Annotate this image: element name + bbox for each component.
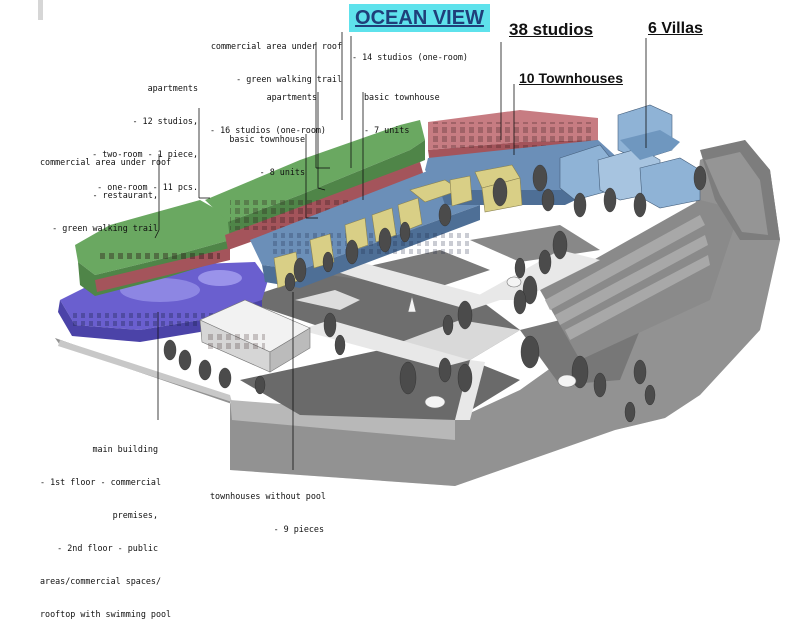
label-line: basic townhouse [229,134,305,144]
label-line: - 7 units [364,125,410,135]
label-line: - 1st floor - commercial [40,477,162,487]
terraced-ramp [540,140,780,360]
label-line: - 8 units [259,167,305,177]
label-line: - green walking trail [236,74,342,84]
label-line: areas/commercial spaces/ [40,576,162,586]
page-title: OCEAN VIEW [355,6,484,29]
label-line: townhouses without pool [210,491,326,501]
label-line: rooftop with swimming pool [40,609,172,619]
label-line: - 2nd floor - public [57,543,158,553]
label-main-building: main building - 1st floor - commercial p… [40,422,172,631]
label-line: - 9 pieces [273,524,324,534]
leader-lines [154,32,647,470]
edge-bar [38,0,43,20]
label-line: - 14 studios (one-room) [352,52,468,62]
label-basic-townhouse-right: basic townhouse - 7 units [364,70,440,147]
site-plan-illustration [55,32,780,486]
label-line: - restaurant, [92,190,158,200]
label-commercial-top: commercial area under roof - green walki… [210,19,342,96]
label-line: main building [92,444,158,454]
villas-count: 6 Villas [648,20,703,37]
label-line: - 12 studios, [132,116,198,126]
label-apartments-mid: apartments - 16 studios (one-room) [210,70,326,147]
label-line: apartments [266,92,317,102]
label-line: - two-room - 1 piece, [92,149,198,159]
villas [559,104,701,209]
label-line: - one-room - 11 pcs. [97,182,198,192]
studios-count: 38 studios [509,20,594,39]
label-apartments-left: apartments - 12 studios, - two-room - 1 … [80,61,198,204]
label-line: basic townhouse [364,92,440,102]
label-line: - 16 studios (one-room) [210,125,326,135]
townhouses-without-pool [199,299,311,373]
sculptures [407,276,577,409]
townhouses-count: 10 Townhouses [519,70,623,86]
label-studios-top: - 14 studios (one-room) [352,30,468,74]
label-line: premises, [112,510,158,520]
ground-platform [55,140,780,486]
title-banner: OCEAN VIEW [349,4,490,32]
label-commercial-left: commercial area under roof - restaurant,… [40,135,172,245]
label-townhouses-without-pool: townhouses without pool - 9 pieces [210,469,326,546]
label-basic-townhouse-mid: basic townhouse - 8 units [225,112,305,189]
trees [163,164,707,423]
walkways [300,250,600,420]
label-line: commercial area under roof [210,41,342,51]
label-line: apartments [147,83,198,93]
label-line: - green walking trail [52,223,158,233]
label-line: commercial area under roof [40,157,172,167]
